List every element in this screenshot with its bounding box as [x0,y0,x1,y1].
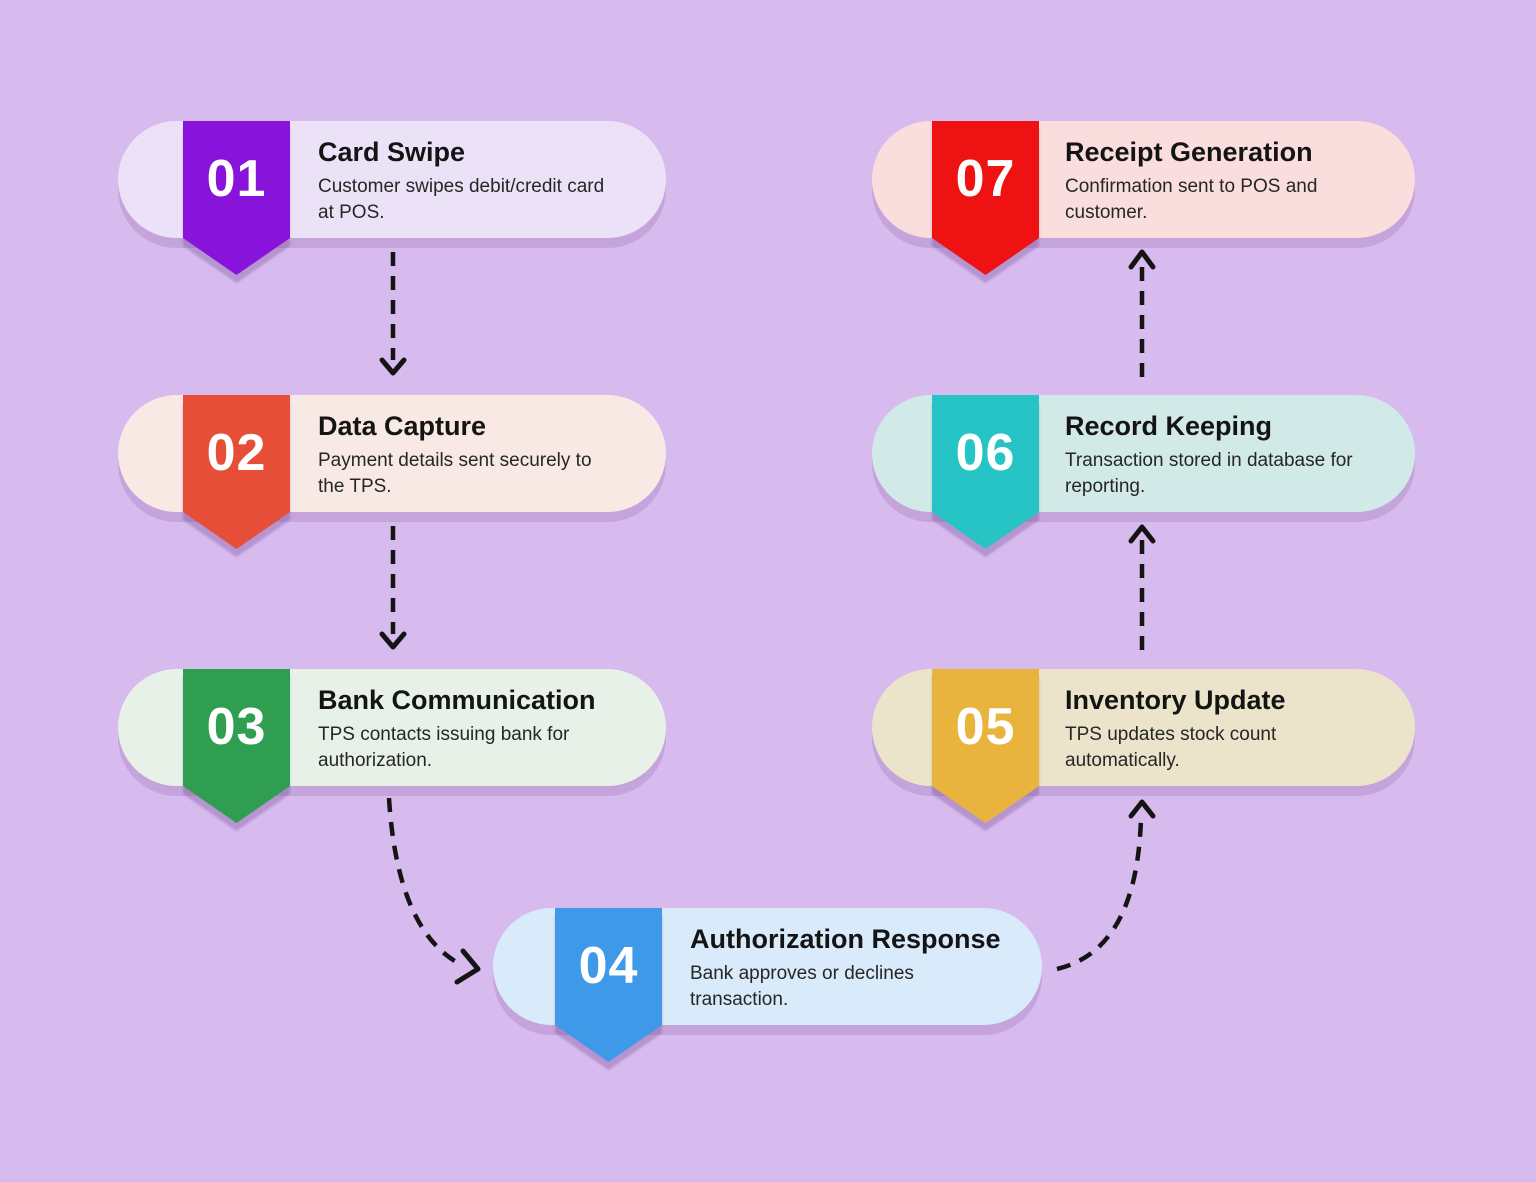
step-card-03: 03 Bank Communication TPS contacts issui… [118,669,666,823]
step-description: Payment details sent securely to the TPS… [318,449,592,498]
step-card-01: 01 Card Swipe Customer swipes debit/cred… [118,121,666,275]
step-card-05: 05 Inventory Update TPS updates stock co… [872,669,1415,823]
step-number: 05 [955,698,1016,756]
arrow-step3-to-step4 [386,797,460,965]
step-description: Confirmation sent to POS and customer. [1065,175,1318,224]
step-01-text: Card Swipe Customer swipes debit/credit … [318,121,642,240]
step-title: Record Keeping [1065,410,1273,441]
step-description: Transaction stored in database for repor… [1065,449,1353,498]
step-title: Inventory Update [1065,684,1286,715]
step-number: 06 [955,424,1016,482]
step-description: TPS updates stock count automatically. [1065,723,1277,772]
arrowhead-up-icon [1128,249,1156,270]
step-title: Card Swipe [318,136,466,167]
step-03-text: Bank Communication TPS contacts issuing … [318,669,642,788]
bookmark-ribbon-icon: 03 [183,669,290,823]
bookmark-ribbon-icon: 02 [183,395,290,549]
step-description: Bank approves or declines transaction. [690,962,914,1011]
step-title: Bank Communication [318,684,596,715]
step-number: 07 [955,150,1016,208]
bookmark-ribbon-icon: 07 [932,121,1039,275]
step-description: Customer swipes debit/credit card at POS… [318,175,605,224]
step-05-ribbon-badge: 05 [932,669,1039,823]
arrow-step4-to-step5 [1056,817,1144,972]
step-07-ribbon-badge: 07 [932,121,1039,275]
step-card-07: 07 Receipt Generation Confirmation sent … [872,121,1415,275]
step-description: TPS contacts issuing bank for authorizat… [318,723,570,772]
step-number: 03 [206,698,267,756]
bookmark-ribbon-icon: 04 [555,908,662,1062]
bookmark-ribbon-icon: 06 [932,395,1039,549]
bookmark-ribbon-icon: 01 [183,121,290,275]
step-06-text: Record Keeping Transaction stored in dat… [1065,395,1391,514]
step-01-ribbon-badge: 01 [183,121,290,275]
step-number: 04 [578,937,639,995]
step-04-text: Authorization Response Bank approves or … [690,908,1018,1027]
step-07-text: Receipt Generation Confirmation sent to … [1065,121,1391,240]
step-card-06: 06 Record Keeping Transaction stored in … [872,395,1415,549]
step-03-ribbon-badge: 03 [183,669,290,823]
step-number: 01 [206,150,267,208]
arrowhead-up-icon [1128,524,1156,544]
step-05-text: Inventory Update TPS updates stock count… [1065,669,1391,788]
arrowhead-down-icon [379,631,407,650]
step-number: 02 [206,424,267,482]
arrowhead-down-icon [379,357,407,376]
step-card-02: 02 Data Capture Payment details sent sec… [118,395,666,549]
step-06-ribbon-badge: 06 [932,395,1039,549]
bookmark-ribbon-icon: 05 [932,669,1039,823]
arrowhead-right-icon [454,948,481,985]
step-title: Data Capture [318,410,487,441]
arrowhead-up-icon [1128,799,1156,819]
step-04-ribbon-badge: 04 [555,908,662,1062]
step-title: Receipt Generation [1065,136,1313,167]
step-card-04: 04 Authorization Response Bank approves … [493,908,1042,1062]
step-02-text: Data Capture Payment details sent secure… [318,395,642,514]
step-title: Authorization Response [690,923,1001,954]
step-02-ribbon-badge: 02 [183,395,290,549]
